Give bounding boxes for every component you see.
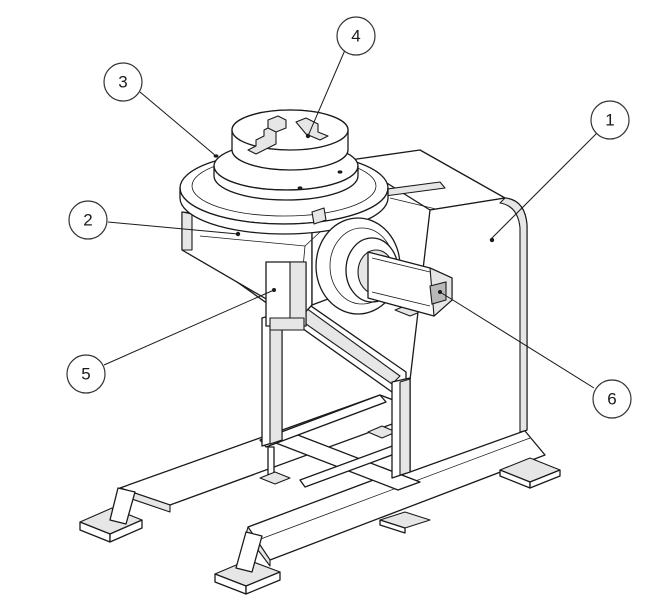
callout-1: 1 [590, 100, 630, 140]
callout-2: 2 [68, 200, 108, 240]
callout-5: 5 [66, 354, 106, 394]
callout-label: 1 [605, 111, 614, 130]
callout-6: 6 [592, 379, 632, 419]
base-frame [79, 303, 561, 595]
rotation-gear-motor [265, 261, 307, 331]
callout-label: 2 [83, 211, 92, 230]
callout-3: 3 [103, 62, 143, 102]
three-jaw-chuck [231, 109, 349, 171]
tilt-gear-motor [315, 217, 453, 317]
callout-label: 3 [118, 73, 127, 92]
callout-label: 6 [607, 390, 616, 409]
callout-4: 4 [336, 16, 376, 56]
leader-lines [103, 49, 603, 389]
callout-label: 4 [351, 27, 360, 46]
callout-label: 5 [81, 365, 90, 384]
